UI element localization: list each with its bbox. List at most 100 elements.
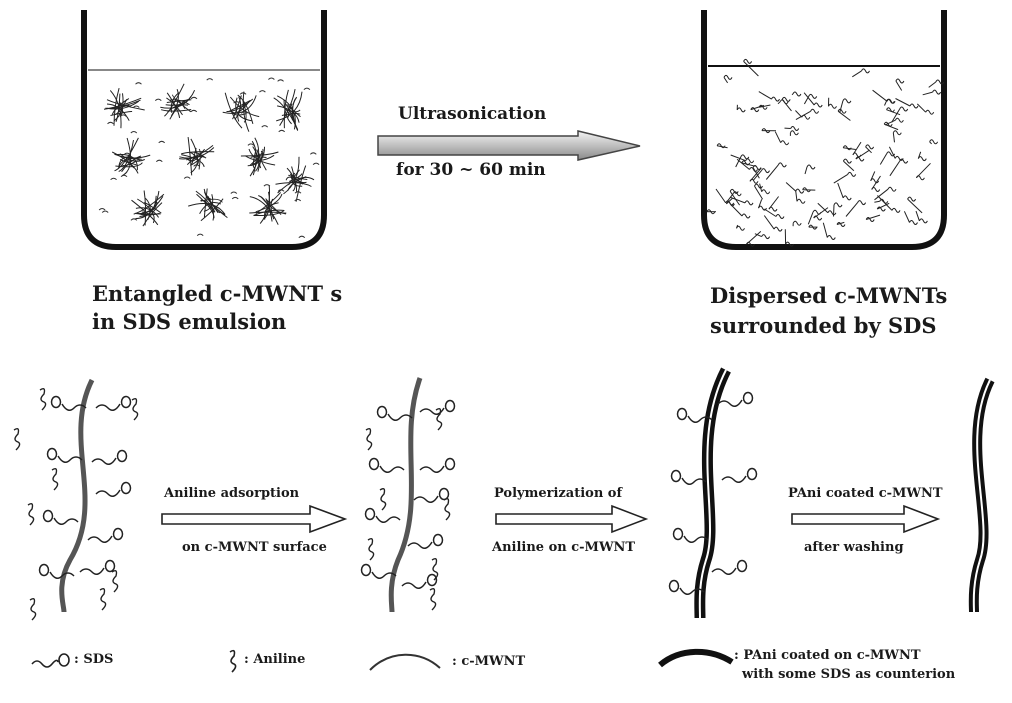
sds-squiggle (259, 90, 266, 93)
sds-branch (790, 126, 800, 131)
sds-branch (865, 217, 875, 222)
sds-squiggle (268, 77, 275, 80)
sds-branch (789, 130, 799, 136)
dispersed-tube (888, 146, 896, 159)
step3-label-top: PAni coated c-MWNT (788, 486, 943, 501)
dispersed-tube (833, 173, 848, 184)
legend-pani-label-line1: : PAni coated on c-MWNT (734, 648, 921, 663)
legend-aniline-label: : Aniline (244, 652, 306, 667)
sds-squiggle (190, 96, 198, 100)
sds-branch (935, 79, 945, 85)
step-arrow-1 (161, 504, 348, 534)
sds-head (736, 559, 748, 573)
caption-right-line1: Dispersed c-MWNTs (710, 283, 948, 308)
sds-squiggle (303, 87, 311, 90)
dispersed-tube (795, 190, 798, 202)
sds-branch (795, 188, 805, 194)
sds-head (46, 447, 58, 461)
sds-squiggle (130, 218, 138, 221)
aniline-molecules-stage1 (13, 387, 139, 621)
sds-squiggle (240, 111, 248, 114)
nanotube-strand (253, 210, 285, 217)
sds-branch (758, 205, 767, 211)
sds-head (426, 573, 438, 587)
sds-branch (929, 139, 939, 145)
sds-branch (894, 155, 904, 161)
dispersed-tube (843, 147, 856, 150)
dispersed-tube (817, 202, 829, 214)
sds-squiggle (294, 198, 302, 202)
nanotube-strand (114, 104, 130, 111)
nanotube-strand (283, 99, 292, 125)
nanotube-strand (261, 196, 287, 214)
sds-branch (768, 206, 778, 212)
sds-branch (761, 189, 771, 195)
sds-tail (419, 465, 445, 473)
dispersed-tube (763, 215, 775, 230)
sds-branch (808, 93, 818, 99)
nanotube-strand (237, 94, 254, 125)
sds-branch (895, 78, 905, 84)
nanotube-strand (164, 83, 185, 117)
nanotube-strand (166, 97, 183, 116)
dispersed-tube (872, 89, 888, 102)
sds-branch (887, 186, 897, 192)
dispersed-tube (781, 99, 792, 112)
sds-branch (865, 144, 875, 150)
dispersed-tube (730, 154, 746, 162)
dispersed-tube (884, 119, 896, 126)
stage-1-nanotube (13, 378, 139, 621)
sds-squiggle (247, 143, 255, 146)
aniline-molecule (99, 587, 107, 611)
sds-branch (883, 121, 893, 127)
sds-branch (886, 151, 896, 157)
sds-branch (837, 108, 847, 114)
legend-cmwnt-symbol (369, 653, 441, 671)
sds-branch (745, 158, 755, 164)
sds-branch (773, 226, 783, 232)
stage-2-nanotube (360, 377, 456, 613)
sds-branch (706, 209, 716, 215)
sds-branch (741, 213, 751, 219)
sds-head (104, 559, 116, 573)
dispersed-tube (916, 103, 927, 113)
sds-branch (761, 234, 771, 240)
sds-branch (716, 143, 726, 149)
sds-tail (413, 495, 439, 503)
sds-head (112, 527, 124, 541)
cmwnt-stage1 (59, 378, 95, 613)
dispersed-tube (774, 131, 782, 143)
sds-branch (870, 178, 880, 184)
sds-branch (806, 164, 816, 170)
aniline-molecule (435, 407, 443, 431)
legend-pani-symbol (658, 648, 734, 668)
sds-squiggle (277, 79, 284, 82)
nanotube-strand (270, 198, 275, 220)
sds-branch (842, 195, 852, 201)
dispersed-tube (907, 198, 923, 214)
sds-tail (401, 581, 427, 589)
dispersed-tube (759, 183, 763, 192)
sds-branch (754, 183, 763, 189)
aniline-molecule (13, 427, 21, 451)
aniline-molecule (39, 387, 47, 411)
nanotube-strand (232, 95, 242, 120)
sds-branch (749, 167, 758, 172)
sds-branch (857, 200, 867, 206)
nanotube-strand (103, 97, 142, 110)
sds-branch (842, 98, 852, 104)
sds-squiggle (154, 98, 162, 101)
sds-tail (87, 535, 113, 543)
sds-branch (775, 214, 785, 219)
dispersed-tube (822, 222, 828, 238)
nanotube-strand (170, 89, 179, 117)
sds-head (444, 457, 456, 471)
sds-branch (855, 156, 865, 162)
sds-squiggle (294, 191, 302, 194)
sds-tail (95, 403, 121, 411)
sds-head (38, 563, 50, 577)
sds-branch (758, 104, 768, 110)
stage-4-nanotube (968, 377, 995, 613)
legend-pani-label-line2: with some SDS as counterion (742, 667, 956, 682)
nanotube-strand (250, 156, 267, 158)
